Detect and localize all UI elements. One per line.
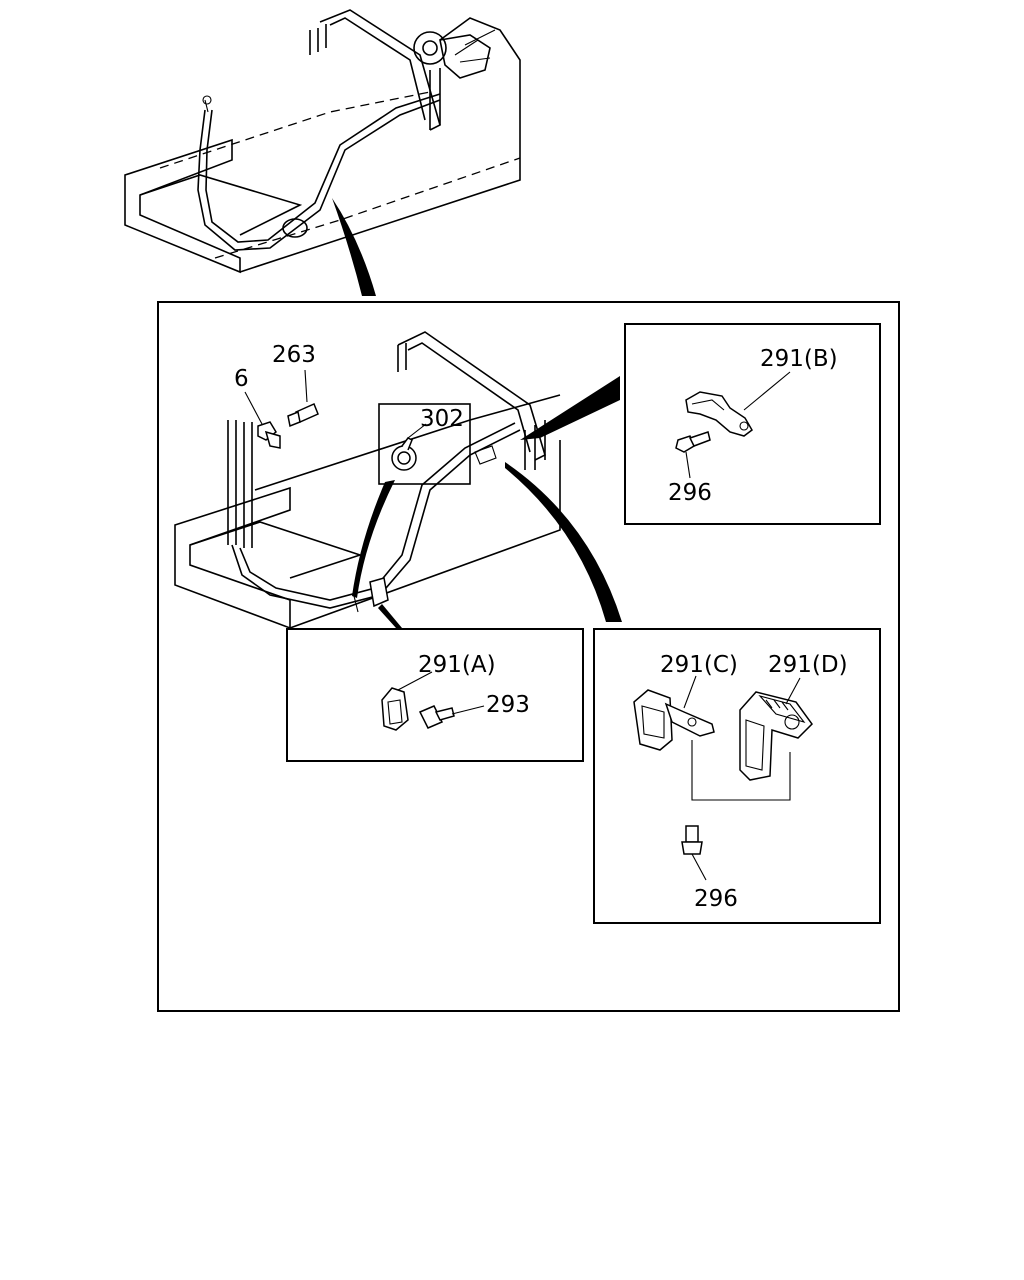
callout-302: 302 [420, 406, 464, 432]
frame-detail [174, 331, 561, 630]
callout-291c: 291(C) [660, 652, 738, 678]
inset-302-frame [378, 403, 471, 485]
part-302 [391, 423, 427, 471]
inset-291b-frame [624, 323, 881, 525]
callout-291b: 291(B) [760, 346, 838, 372]
leader-cd-join [691, 740, 791, 801]
part-291c-clip [633, 675, 715, 751]
frame-overview [124, 9, 521, 274]
detail-pointer [332, 198, 376, 296]
part-6 [244, 391, 281, 449]
callout-291a: 291(A) [418, 652, 496, 678]
callout-296b: 296 [668, 480, 712, 506]
part-296-bolt-b [675, 431, 711, 479]
callout-291d: 291(D) [768, 652, 848, 678]
main-detail-frame [157, 301, 900, 1012]
pointer-291b [520, 376, 620, 440]
callout-263: 263 [272, 342, 316, 368]
part-296-bolt-cd [681, 825, 707, 881]
inset-291cd-frame [593, 628, 881, 924]
part-291d-clip [739, 677, 813, 781]
pointer-302 [352, 480, 395, 598]
part-291a-clip [381, 671, 433, 731]
callout-293: 293 [486, 692, 530, 718]
callout-296cd: 296 [694, 886, 738, 912]
part-263 [287, 369, 319, 428]
callout-6: 6 [234, 366, 249, 392]
pointer-291a [378, 604, 402, 628]
part-291b-clip [685, 371, 791, 437]
pointer-291cd [505, 462, 622, 622]
part-293-screw [418, 705, 485, 729]
inset-291a-frame [286, 628, 584, 762]
